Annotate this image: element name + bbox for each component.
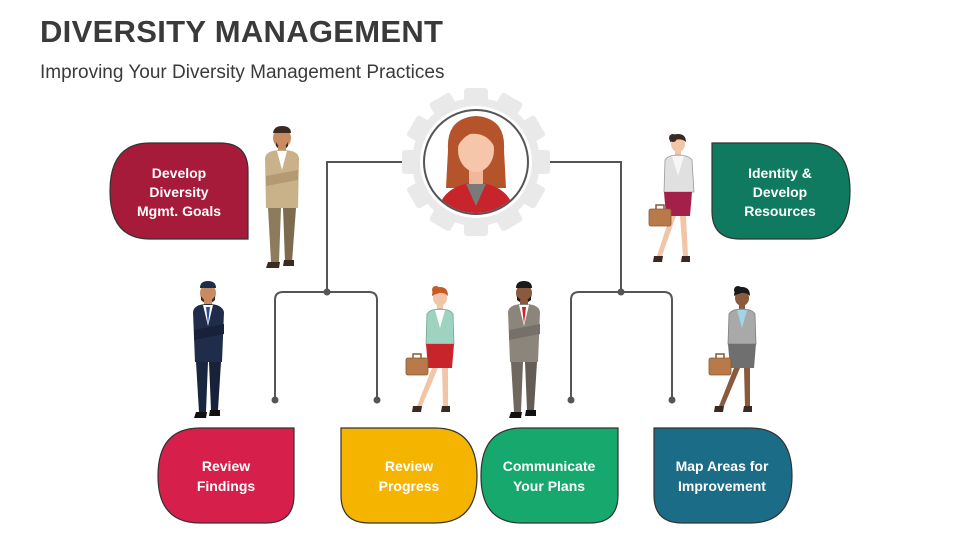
- box-develop-goals-line-3: Mgmt. Goals: [137, 203, 221, 219]
- businesswoman-briefcase-icon: [648, 134, 695, 262]
- page-subtitle: Improving Your Diversity Management Prac…: [40, 62, 445, 83]
- businessman-grey-icon: [508, 281, 540, 418]
- box-develop-goals: Develop Diversity Mgmt. Goals: [109, 142, 249, 240]
- box-identity-resources-line-1: Identity &: [748, 165, 812, 181]
- businessman-beige-icon: [265, 126, 299, 268]
- box-communicate-plans-line-2: Your Plans: [513, 478, 585, 494]
- box-review-progress-line-1: Review: [385, 458, 433, 474]
- box-review-findings-line-1: Review: [202, 458, 250, 474]
- businesswoman-red-icon: [405, 286, 455, 412]
- box-communicate-plans-line-1: Communicate: [503, 458, 596, 474]
- box-map-areas: Map Areas for Improvement: [653, 427, 793, 524]
- page-title: DIVERSITY MANAGEMENT: [40, 14, 444, 49]
- box-map-areas-line-1: Map Areas for: [676, 458, 769, 474]
- box-identity-resources-line-3: Resources: [744, 203, 816, 219]
- businesswoman-grey-icon: [708, 286, 757, 412]
- box-develop-goals-line-2: Diversity: [149, 184, 208, 200]
- box-review-progress-line-2: Progress: [379, 478, 440, 494]
- box-review-findings: Review Findings: [157, 427, 295, 524]
- box-identity-resources: Identity & Develop Resources: [711, 142, 851, 240]
- leader-woman-icon: [438, 116, 514, 213]
- box-communicate-plans: Communicate Your Plans: [480, 427, 619, 524]
- center-gear: [402, 88, 550, 236]
- connector-dots: [271, 288, 676, 404]
- box-identity-resources-line-2: Develop: [753, 184, 807, 200]
- box-develop-goals-line-1: Develop: [152, 165, 206, 181]
- box-review-findings-line-2: Findings: [197, 478, 256, 494]
- box-map-areas-line-2: Improvement: [678, 478, 766, 494]
- box-review-progress: Review Progress: [340, 427, 478, 524]
- businessman-navy-icon: [193, 281, 224, 418]
